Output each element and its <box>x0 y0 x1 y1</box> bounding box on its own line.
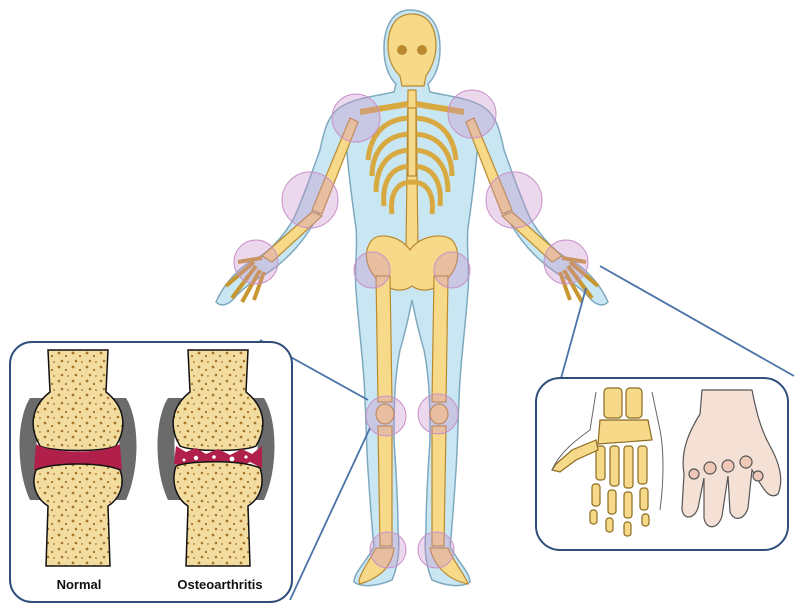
tibia-left <box>432 426 446 546</box>
joint-elbow-left <box>486 172 542 228</box>
lower-bone-normal <box>34 464 122 566</box>
joint-wrist-right <box>234 240 278 284</box>
label-osteoarthritis: Osteoarthritis <box>177 577 262 592</box>
joint-wrist-left <box>544 240 588 284</box>
tibia-right <box>378 426 392 546</box>
callout-line-hand-top <box>600 266 794 376</box>
lower-bone-oa <box>174 462 262 566</box>
label-normal: Normal <box>57 577 102 592</box>
joint-knee-left <box>418 394 458 434</box>
hand-comparison-panel <box>536 378 788 550</box>
knee-comparison-panel: Normal Osteoarthritis <box>10 342 292 602</box>
joint-hip-left <box>434 252 470 288</box>
femur-right <box>376 276 392 402</box>
joint-shoulder-right <box>332 94 380 142</box>
joint-shoulder-left <box>448 90 496 138</box>
joint-ankle-right <box>370 532 406 568</box>
joint-hip-right <box>354 252 390 288</box>
femur-left <box>432 276 448 402</box>
joint-elbow-right <box>282 172 338 228</box>
sternum <box>408 108 416 176</box>
joint-ankle-left <box>418 532 454 568</box>
callout-line-hand-bottom <box>560 288 586 382</box>
joint-knee-right <box>366 396 406 436</box>
